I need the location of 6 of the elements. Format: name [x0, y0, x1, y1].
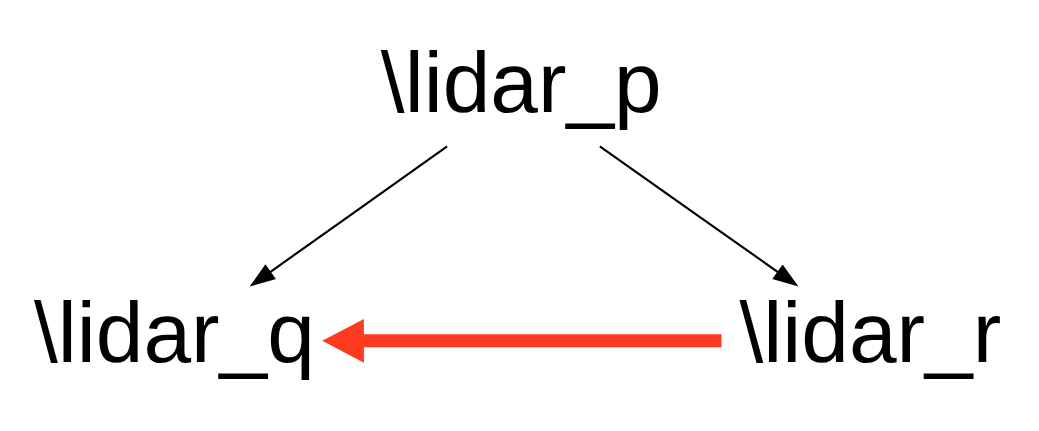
arrow	[599, 145, 799, 287]
arrow	[249, 145, 448, 287]
node-text: \lidar_p	[380, 33, 662, 130]
arrow	[322, 318, 722, 363]
node-text: \lidar_q	[33, 284, 315, 381]
node-text: \lidar_r	[739, 284, 1002, 381]
